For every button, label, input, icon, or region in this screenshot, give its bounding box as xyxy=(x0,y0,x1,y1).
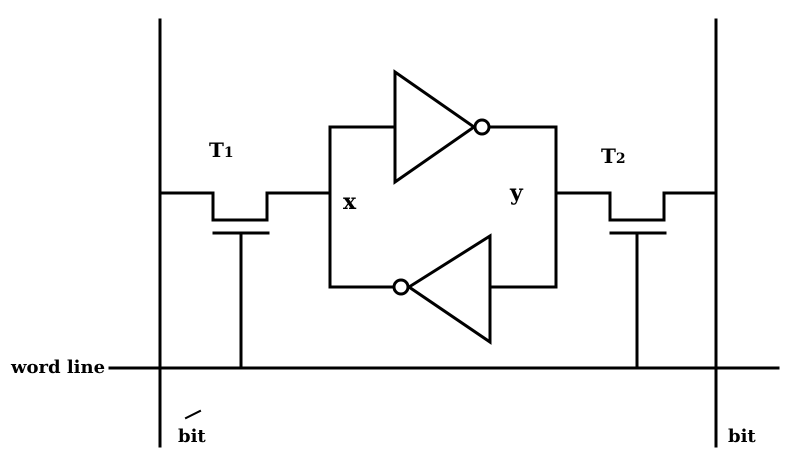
bit-label: bit xyxy=(728,426,756,447)
node-x-wire xyxy=(328,125,395,289)
transistor-t1-channel xyxy=(158,191,332,222)
inverter-bottom xyxy=(406,233,492,345)
inverter-bottom-bubble xyxy=(392,278,410,296)
node-x-label: x xyxy=(343,189,357,215)
word-line-label: word line xyxy=(10,357,105,378)
bit-bar-overline xyxy=(184,409,202,420)
inverter-top xyxy=(393,69,477,185)
transistor-t2-channel xyxy=(554,191,718,222)
bit-bar-label: bit xyxy=(178,426,206,447)
t2-label: T2 xyxy=(601,144,626,168)
inverter-top-bubble xyxy=(473,118,491,136)
node-y-label: y xyxy=(509,180,524,206)
node-y-wire xyxy=(488,125,558,289)
t1-label: T1 xyxy=(209,138,234,162)
